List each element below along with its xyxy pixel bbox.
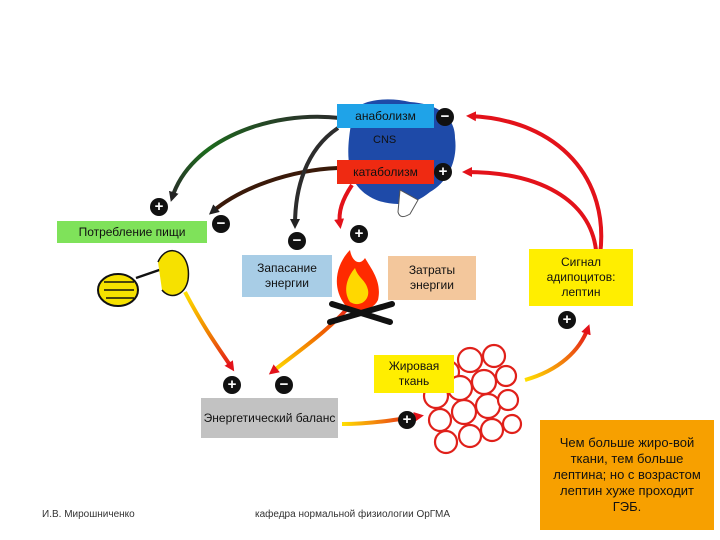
anabolism-to-food-arrow bbox=[169, 114, 341, 202]
fat-cells-icon bbox=[422, 343, 523, 455]
food-minus-sign: − bbox=[212, 215, 230, 233]
balance-plus-sign: + bbox=[223, 376, 241, 394]
signal-plus-sign: + bbox=[558, 311, 576, 329]
adipocyte-signal-box: Сигнал адипоцитов: лептин bbox=[529, 249, 633, 306]
cns-to-storage-arrow bbox=[290, 126, 340, 229]
leptin-note-box: Чем больше жиро-вой ткани, тем больше ле… bbox=[540, 420, 714, 530]
energy-storage-box: Запасание энергии bbox=[242, 255, 332, 297]
catabolism-to-expenditure-arrow bbox=[334, 183, 354, 229]
cns-label: CNS bbox=[373, 134, 397, 146]
anabolism-minus-sign: − bbox=[436, 108, 454, 126]
fat-plus-sign: + bbox=[398, 411, 416, 429]
catabolism-plus-sign: + bbox=[434, 163, 452, 181]
catabolism-to-food-arrow bbox=[208, 166, 339, 215]
catabolism-box: катаболизм bbox=[337, 160, 434, 184]
food-plus-sign: + bbox=[150, 198, 168, 216]
storage-to-balance-arrow bbox=[268, 298, 357, 375]
food-intake-box: Потребление пищи bbox=[57, 221, 207, 243]
department-footer: кафедра нормальной физиологии ОрГМА bbox=[255, 509, 450, 520]
balance-minus-sign: − bbox=[275, 376, 293, 394]
food-to-balance-arrow bbox=[183, 291, 235, 372]
leptin-to-catabolism-arrow bbox=[462, 167, 598, 251]
energy-balance-box: Энергетический баланс bbox=[201, 398, 338, 438]
author-footer: И.В. Мирошниченко bbox=[42, 509, 135, 520]
fat-to-leptin-arrow bbox=[524, 324, 591, 382]
leptin-to-anabolism-arrow bbox=[466, 111, 604, 256]
anabolism-box: анаболизм bbox=[337, 104, 434, 128]
fire-icon bbox=[327, 250, 395, 325]
hand-eating-icon bbox=[97, 249, 190, 307]
adipose-tissue-box: Жировая ткань bbox=[374, 355, 454, 393]
storage-minus-sign: − bbox=[288, 232, 306, 250]
expenditure-plus-sign: + bbox=[350, 225, 368, 243]
energy-expenditure-box: Затраты энергии bbox=[388, 256, 476, 300]
